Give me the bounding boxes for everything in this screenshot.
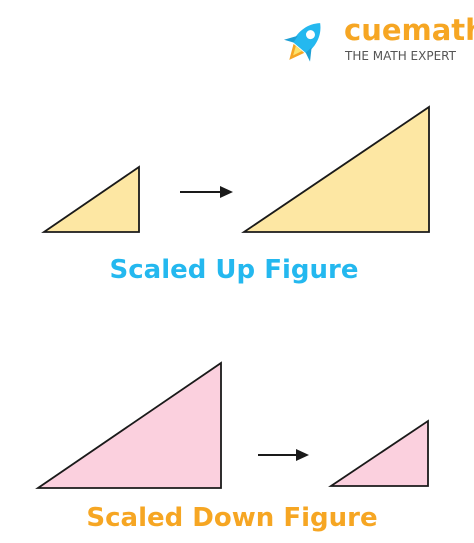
scaled-up-caption: Scaled Up Figure	[110, 255, 359, 285]
large-pink-triangle	[35, 361, 222, 489]
large-yellow-triangle	[241, 105, 430, 233]
arrow-right-icon	[258, 449, 309, 461]
small-pink-triangle	[328, 419, 429, 487]
rocket-icon	[283, 23, 321, 62]
scaled-down-caption: Scaled Down Figure	[86, 503, 377, 533]
cuemath-logo[interactable]: cuemath THE MATH EXPERT	[276, 12, 474, 71]
brand-name: cuemath	[344, 13, 474, 47]
brand-tagline: THE MATH EXPERT	[344, 49, 457, 63]
small-yellow-triangle	[41, 165, 140, 233]
arrow-right-icon	[180, 186, 233, 198]
